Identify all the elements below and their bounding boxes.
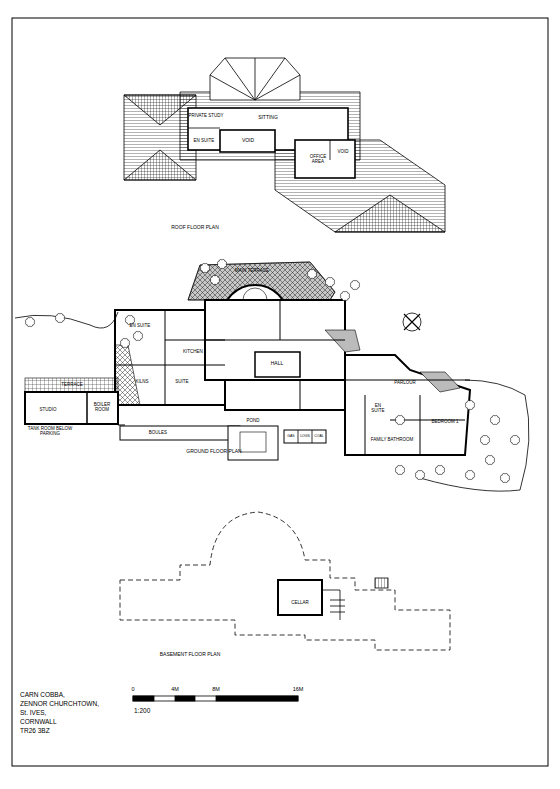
room-label: PRIVATE STUDY [188,114,223,119]
room-label: OFFICE AREA [305,155,331,164]
tree-symbol [133,331,142,340]
tree-symbol [500,473,509,482]
room-label: ROOF FLOOR PLAN [171,225,219,230]
tree-symbol [55,313,64,322]
room-label: SITTING [258,115,278,120]
room-label: GAS [287,435,294,439]
tree-symbol [200,263,209,272]
title-block-text: TR26 3BZ [20,728,50,735]
tree-symbol [490,415,499,424]
tree-symbol [465,400,474,409]
room-label: GROUND FLOOR PLAN [186,449,241,454]
tree-symbol [480,435,489,444]
tree-symbol [217,259,226,268]
scale-label: 8M [212,687,220,693]
tree-symbol [415,470,424,479]
tree-symbol [350,280,359,289]
tree-symbol [510,435,519,444]
tree-symbol [307,269,316,278]
room-label: LOGS [300,435,310,439]
tree-symbol [120,338,129,347]
room-label: COAL [314,435,324,439]
room-label: FAMILY BATHROOM [371,438,414,443]
title-block-text: ZENNOR CHURCHTOWN, [20,701,99,708]
scale-label: 16M [293,687,304,693]
room-label: SUITE [175,380,188,385]
room-label: KILNS [135,380,148,385]
tree-symbol [210,275,219,284]
tree-symbol [485,455,494,464]
room-label: CELLAR [291,601,309,606]
tree-symbol [465,470,474,479]
tree-symbol [395,465,404,474]
room-label: STUDIO [39,408,56,413]
room-label: MAIN TERRACE [235,269,269,274]
room-label: POND [246,419,259,424]
room-label: BOILER ROOM [92,403,112,412]
scale-label: 4M [171,687,179,693]
tree-symbol [25,317,34,326]
room-label: KITCHEN [183,350,203,355]
room-label: HALL [271,361,284,366]
room-label: BEDROOM 1 [431,420,458,425]
room-label: EN SUITE [194,139,215,144]
scale-label: 0 [131,687,134,693]
title-block-text: CORNWALL [20,719,57,726]
tree-symbol [325,277,334,286]
title-block-text: CARN COBBA, [20,692,65,699]
scale-label: 1:200 [134,708,150,715]
room-label: PARLOUR [394,381,415,386]
title-block-text: St. IVES, [20,710,46,717]
room-label: VOID [337,150,348,155]
tree-symbol [435,465,444,474]
room-label: VOID [242,138,254,143]
room-label: EN SUITE [368,404,388,413]
room-label: TANK ROOM BELOW PARKING [28,427,73,436]
room-label: BOULES [149,431,167,436]
tree-symbol [340,291,349,300]
room-label: BASEMENT FLOOR PLAN [160,652,220,657]
room-label: EN SUITE [130,324,151,329]
room-label: TERRACE [61,383,83,388]
tree-symbol [395,415,404,424]
